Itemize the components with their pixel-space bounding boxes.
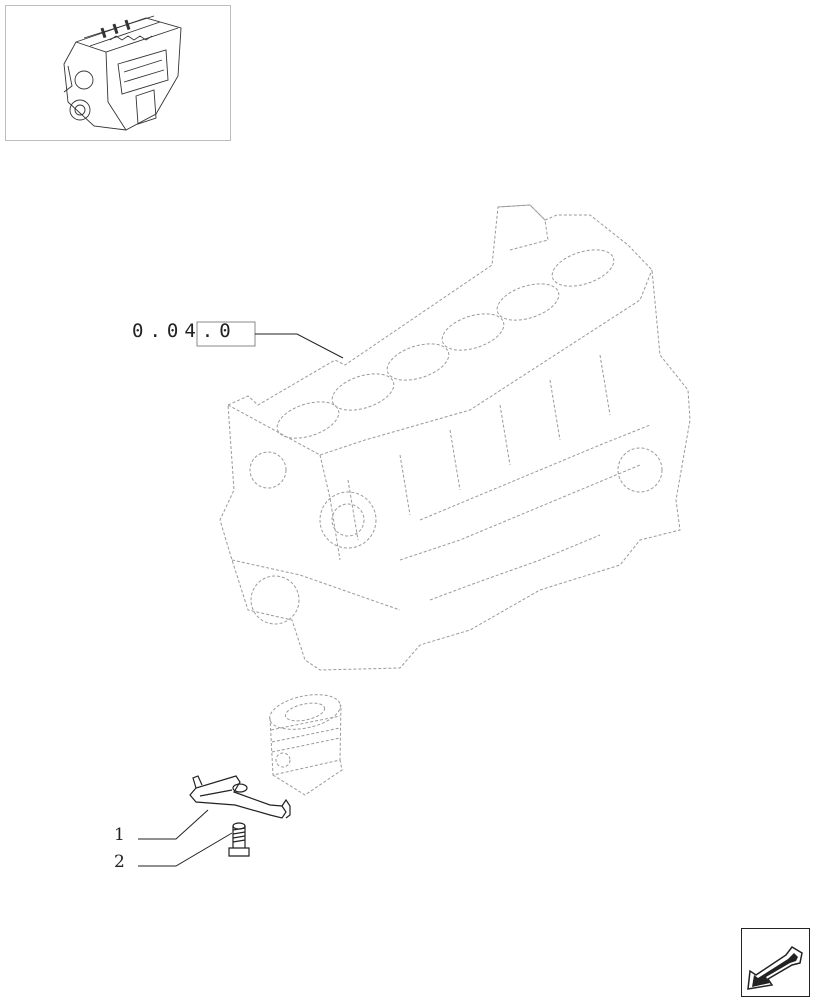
screw-part — [228, 822, 250, 857]
engine-icon — [63, 15, 182, 131]
engine-block — [219, 204, 691, 671]
callout-2: 2 — [114, 852, 125, 872]
next-page-button[interactable] — [741, 928, 810, 997]
callout-leaders — [138, 809, 233, 867]
spray-nozzle-part — [189, 775, 291, 819]
engine-thumbnail — [5, 5, 231, 141]
next-page-arrow-icon — [747, 946, 803, 990]
callout-1: 1 — [114, 825, 125, 845]
piston — [269, 694, 343, 796]
reference-leader — [196, 321, 344, 359]
reference-label[interactable]: 0.04.0 — [132, 320, 237, 342]
